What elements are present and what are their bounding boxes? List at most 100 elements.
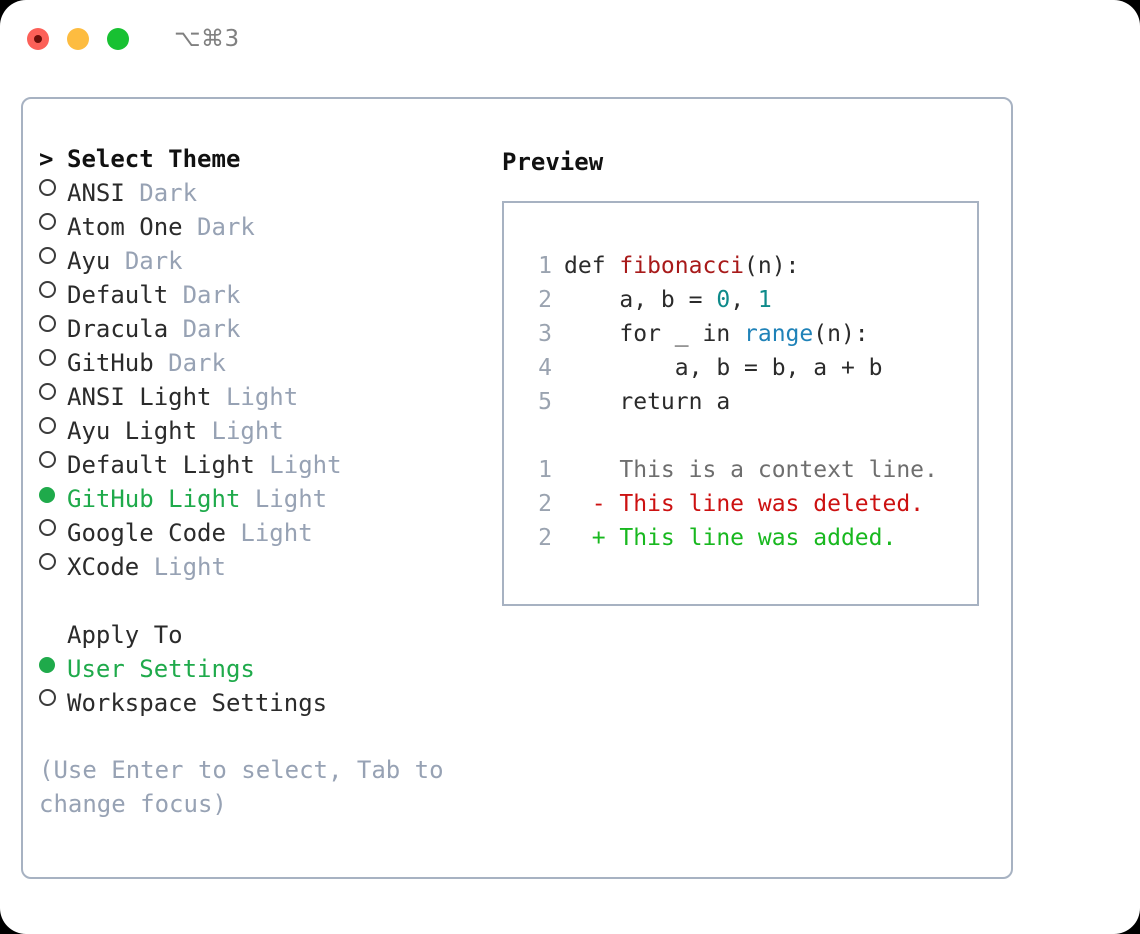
code-token: a, b = b, a + b bbox=[564, 355, 883, 381]
theme-name: Default bbox=[67, 281, 169, 309]
page-title: Select Theme bbox=[67, 145, 241, 173]
code-token: for _ in bbox=[564, 321, 745, 347]
theme-name: Default Light bbox=[67, 451, 255, 479]
theme-variant-tag: Dark bbox=[182, 281, 241, 309]
diff-marker: - bbox=[564, 491, 620, 517]
theme-picker-header: > Select Theme bbox=[39, 145, 489, 179]
theme-name: Ayu bbox=[67, 247, 111, 275]
theme-variant-tag: Dark bbox=[197, 213, 255, 241]
diff-marker: + bbox=[564, 525, 620, 551]
code-token: 0 bbox=[716, 287, 731, 313]
code-line-number: 2 bbox=[538, 287, 552, 313]
code-line: 3 for _ in range(n): bbox=[522, 317, 977, 351]
radio-unselected-icon[interactable] bbox=[39, 382, 67, 410]
radio-unselected-icon[interactable] bbox=[39, 416, 67, 444]
diff-marker bbox=[564, 453, 619, 487]
code-token: return a bbox=[564, 389, 731, 415]
radio-selected-icon[interactable] bbox=[39, 654, 67, 682]
theme-variant-tag: Light bbox=[254, 485, 328, 513]
radio-unselected-icon[interactable] bbox=[39, 688, 67, 716]
close-window-button[interactable] bbox=[27, 28, 49, 50]
code-token: range bbox=[744, 321, 814, 347]
diff-text: This line was deleted. bbox=[619, 491, 925, 517]
theme-variant-tag: Light bbox=[225, 383, 299, 411]
theme-name: GitHub bbox=[67, 349, 154, 377]
radio-unselected-icon[interactable] bbox=[39, 212, 67, 240]
code-line-number: 5 bbox=[538, 389, 552, 415]
code-diff-gap bbox=[522, 419, 977, 453]
theme-list-item[interactable]: ANSI Dark bbox=[39, 179, 489, 213]
theme-list-item[interactable]: Dracula Dark bbox=[39, 315, 489, 349]
keyboard-shortcut-label: ⌥⌘3 bbox=[174, 26, 240, 52]
code-line: 2 a, b = 0, 1 bbox=[522, 283, 977, 317]
theme-variant-tag: Light bbox=[269, 451, 342, 479]
window-controls bbox=[27, 28, 129, 50]
radio-unselected-icon[interactable] bbox=[39, 314, 67, 342]
theme-list-item[interactable]: Atom One Dark bbox=[39, 213, 489, 247]
title-bar: ⌥⌘3 bbox=[0, 0, 1140, 78]
theme-list-item[interactable]: GitHub Light Light bbox=[39, 485, 489, 519]
theme-list-item[interactable]: Ayu Dark bbox=[39, 247, 489, 281]
radio-selected-icon[interactable] bbox=[39, 484, 67, 512]
radio-unselected-icon[interactable] bbox=[39, 552, 67, 580]
code-line: 5 return a bbox=[522, 385, 977, 419]
code-token: (n): bbox=[813, 321, 869, 347]
code-token: a, b = bbox=[564, 287, 717, 313]
theme-variant-tag: Light bbox=[240, 519, 313, 547]
radio-unselected-icon[interactable] bbox=[39, 178, 67, 206]
theme-variant-tag: Dark bbox=[182, 315, 241, 343]
code-line-number: 4 bbox=[538, 355, 552, 381]
theme-list-item[interactable]: Default Dark bbox=[39, 281, 489, 315]
keyboard-hint: (Use Enter to select, Tab to change focu… bbox=[39, 756, 444, 818]
code-token: def bbox=[564, 253, 620, 279]
diff-text: This is a context line. bbox=[619, 457, 938, 483]
diff-line: 2 + This line was added. bbox=[522, 521, 977, 555]
theme-name: Dracula bbox=[67, 315, 169, 343]
apply-to-option[interactable]: Workspace Settings bbox=[39, 689, 489, 723]
diff-line: 2 - This line was deleted. bbox=[522, 487, 977, 521]
diff-line: 1 This is a context line. bbox=[522, 453, 977, 487]
maximize-window-button[interactable] bbox=[107, 28, 129, 50]
radio-unselected-icon[interactable] bbox=[39, 450, 67, 478]
apply-to-header: Apply To bbox=[39, 621, 489, 655]
radio-unselected-icon[interactable] bbox=[39, 280, 67, 308]
code-line-number: 3 bbox=[538, 321, 552, 347]
theme-list-item[interactable]: Default Light Light bbox=[39, 451, 489, 485]
theme-list-item[interactable]: XCode Light bbox=[39, 553, 489, 587]
theme-list-item[interactable]: GitHub Dark bbox=[39, 349, 489, 383]
diff-line-number: 2 bbox=[538, 491, 552, 517]
theme-list-item[interactable]: Google Code Light bbox=[39, 519, 489, 553]
theme-name: ANSI bbox=[67, 179, 125, 207]
theme-name: Atom One bbox=[67, 213, 183, 241]
theme-variant-tag: Dark bbox=[168, 349, 226, 377]
code-token: 1 bbox=[757, 287, 772, 313]
preview-title: Preview bbox=[502, 148, 604, 176]
code-line: 4 a, b = b, a + b bbox=[522, 351, 977, 385]
list-spacer bbox=[39, 587, 489, 621]
radio-unselected-icon[interactable] bbox=[39, 348, 67, 376]
diff-text: This line was added. bbox=[619, 525, 897, 551]
apply-to-option-label: Workspace Settings bbox=[67, 689, 328, 717]
theme-variant-tag: Dark bbox=[139, 179, 198, 207]
radio-unselected-icon[interactable] bbox=[39, 518, 67, 546]
apply-to-option[interactable]: User Settings bbox=[39, 655, 489, 689]
code-token: , bbox=[730, 287, 758, 313]
theme-variant-tag: Dark bbox=[124, 247, 183, 275]
theme-name: Google Code bbox=[67, 519, 226, 547]
radio-unselected-icon[interactable] bbox=[39, 246, 67, 274]
minimize-window-button[interactable] bbox=[67, 28, 89, 50]
theme-list-item[interactable]: ANSI Light Light bbox=[39, 383, 489, 417]
apply-to-label: Apply To bbox=[67, 621, 183, 649]
theme-list-item[interactable]: Ayu Light Light bbox=[39, 417, 489, 451]
diff-sample: 1 This is a context line.2 - This line w… bbox=[522, 453, 977, 555]
diff-line-number: 1 bbox=[538, 457, 552, 483]
theme-variant-tag: Light bbox=[153, 553, 226, 581]
